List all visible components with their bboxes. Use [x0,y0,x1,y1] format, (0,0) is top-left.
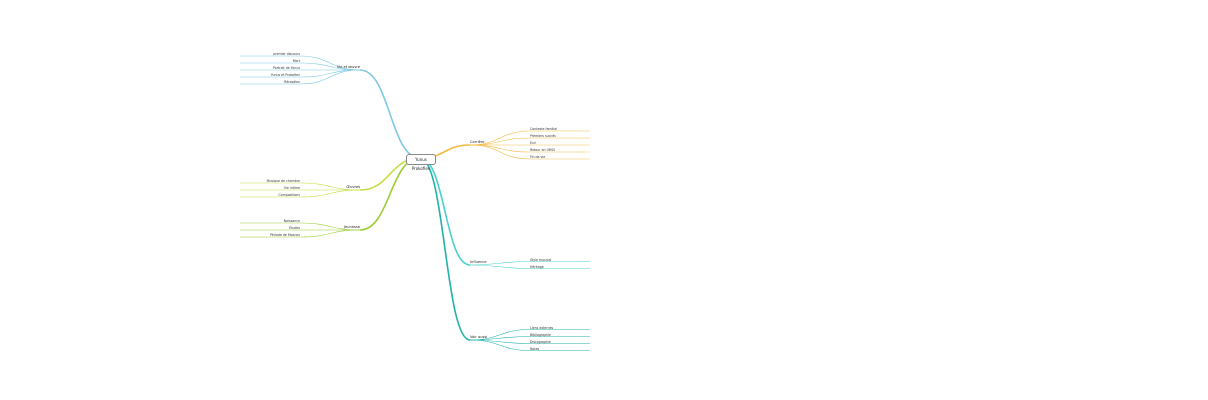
branch-label[interactable]: Influence [470,260,487,264]
child-node[interactable]: Liens externes [530,325,554,330]
child-node[interactable]: Période de Moscou [270,233,300,237]
branch-connector [359,69,421,159]
child-node[interactable]: Bibliographie [530,332,551,337]
child-node[interactable]: Retour en URSS [530,148,556,152]
child-node[interactable]: Discographie [530,339,551,344]
child-node[interactable]: Fin de vie [530,155,546,159]
child-node[interactable]: Musique de chambre [266,179,300,183]
branch-label[interactable]: Œuvres [346,185,360,189]
branch-label[interactable]: Carrière [470,140,485,144]
child-node[interactable]: Style musical [530,257,552,262]
child-node[interactable]: Contexte familial [530,127,558,131]
child-node[interactable]: Vie intime [283,186,300,190]
branch-connector [469,144,531,153]
child-node[interactable]: Réception [284,80,300,84]
child-node[interactable]: Compositions [278,193,300,197]
branch-connector [299,69,361,78]
branch-label[interactable]: Jeunesse [344,225,360,229]
child-node[interactable]: Notes [530,346,540,351]
branch-connector [299,69,361,85]
root-node[interactable]: Yunus Prokofiev [406,154,436,171]
branch-label[interactable]: Voir aussi [470,335,488,339]
child-node[interactable]: Études [289,226,300,230]
child-node[interactable]: Héritage [530,264,544,269]
child-node[interactable]: Exil [530,141,536,145]
branch-connector [469,339,531,351]
branch-connector [469,264,531,269]
branch-connector [469,144,531,160]
child-node[interactable]: Naissance [283,219,300,223]
branch-connector [299,229,361,238]
child-node[interactable]: Yunus et Prokofiev [270,73,300,77]
child-node[interactable]: Premiers succès [530,134,556,138]
branch-connector [419,157,471,341]
child-node[interactable]: premier discours [273,52,300,56]
child-node[interactable]: Portrait de Yunus [272,66,300,70]
branch-label[interactable]: Vie et œuvre [336,65,360,69]
child-node[interactable]: Mort [292,59,300,63]
branch-connector [299,189,361,198]
